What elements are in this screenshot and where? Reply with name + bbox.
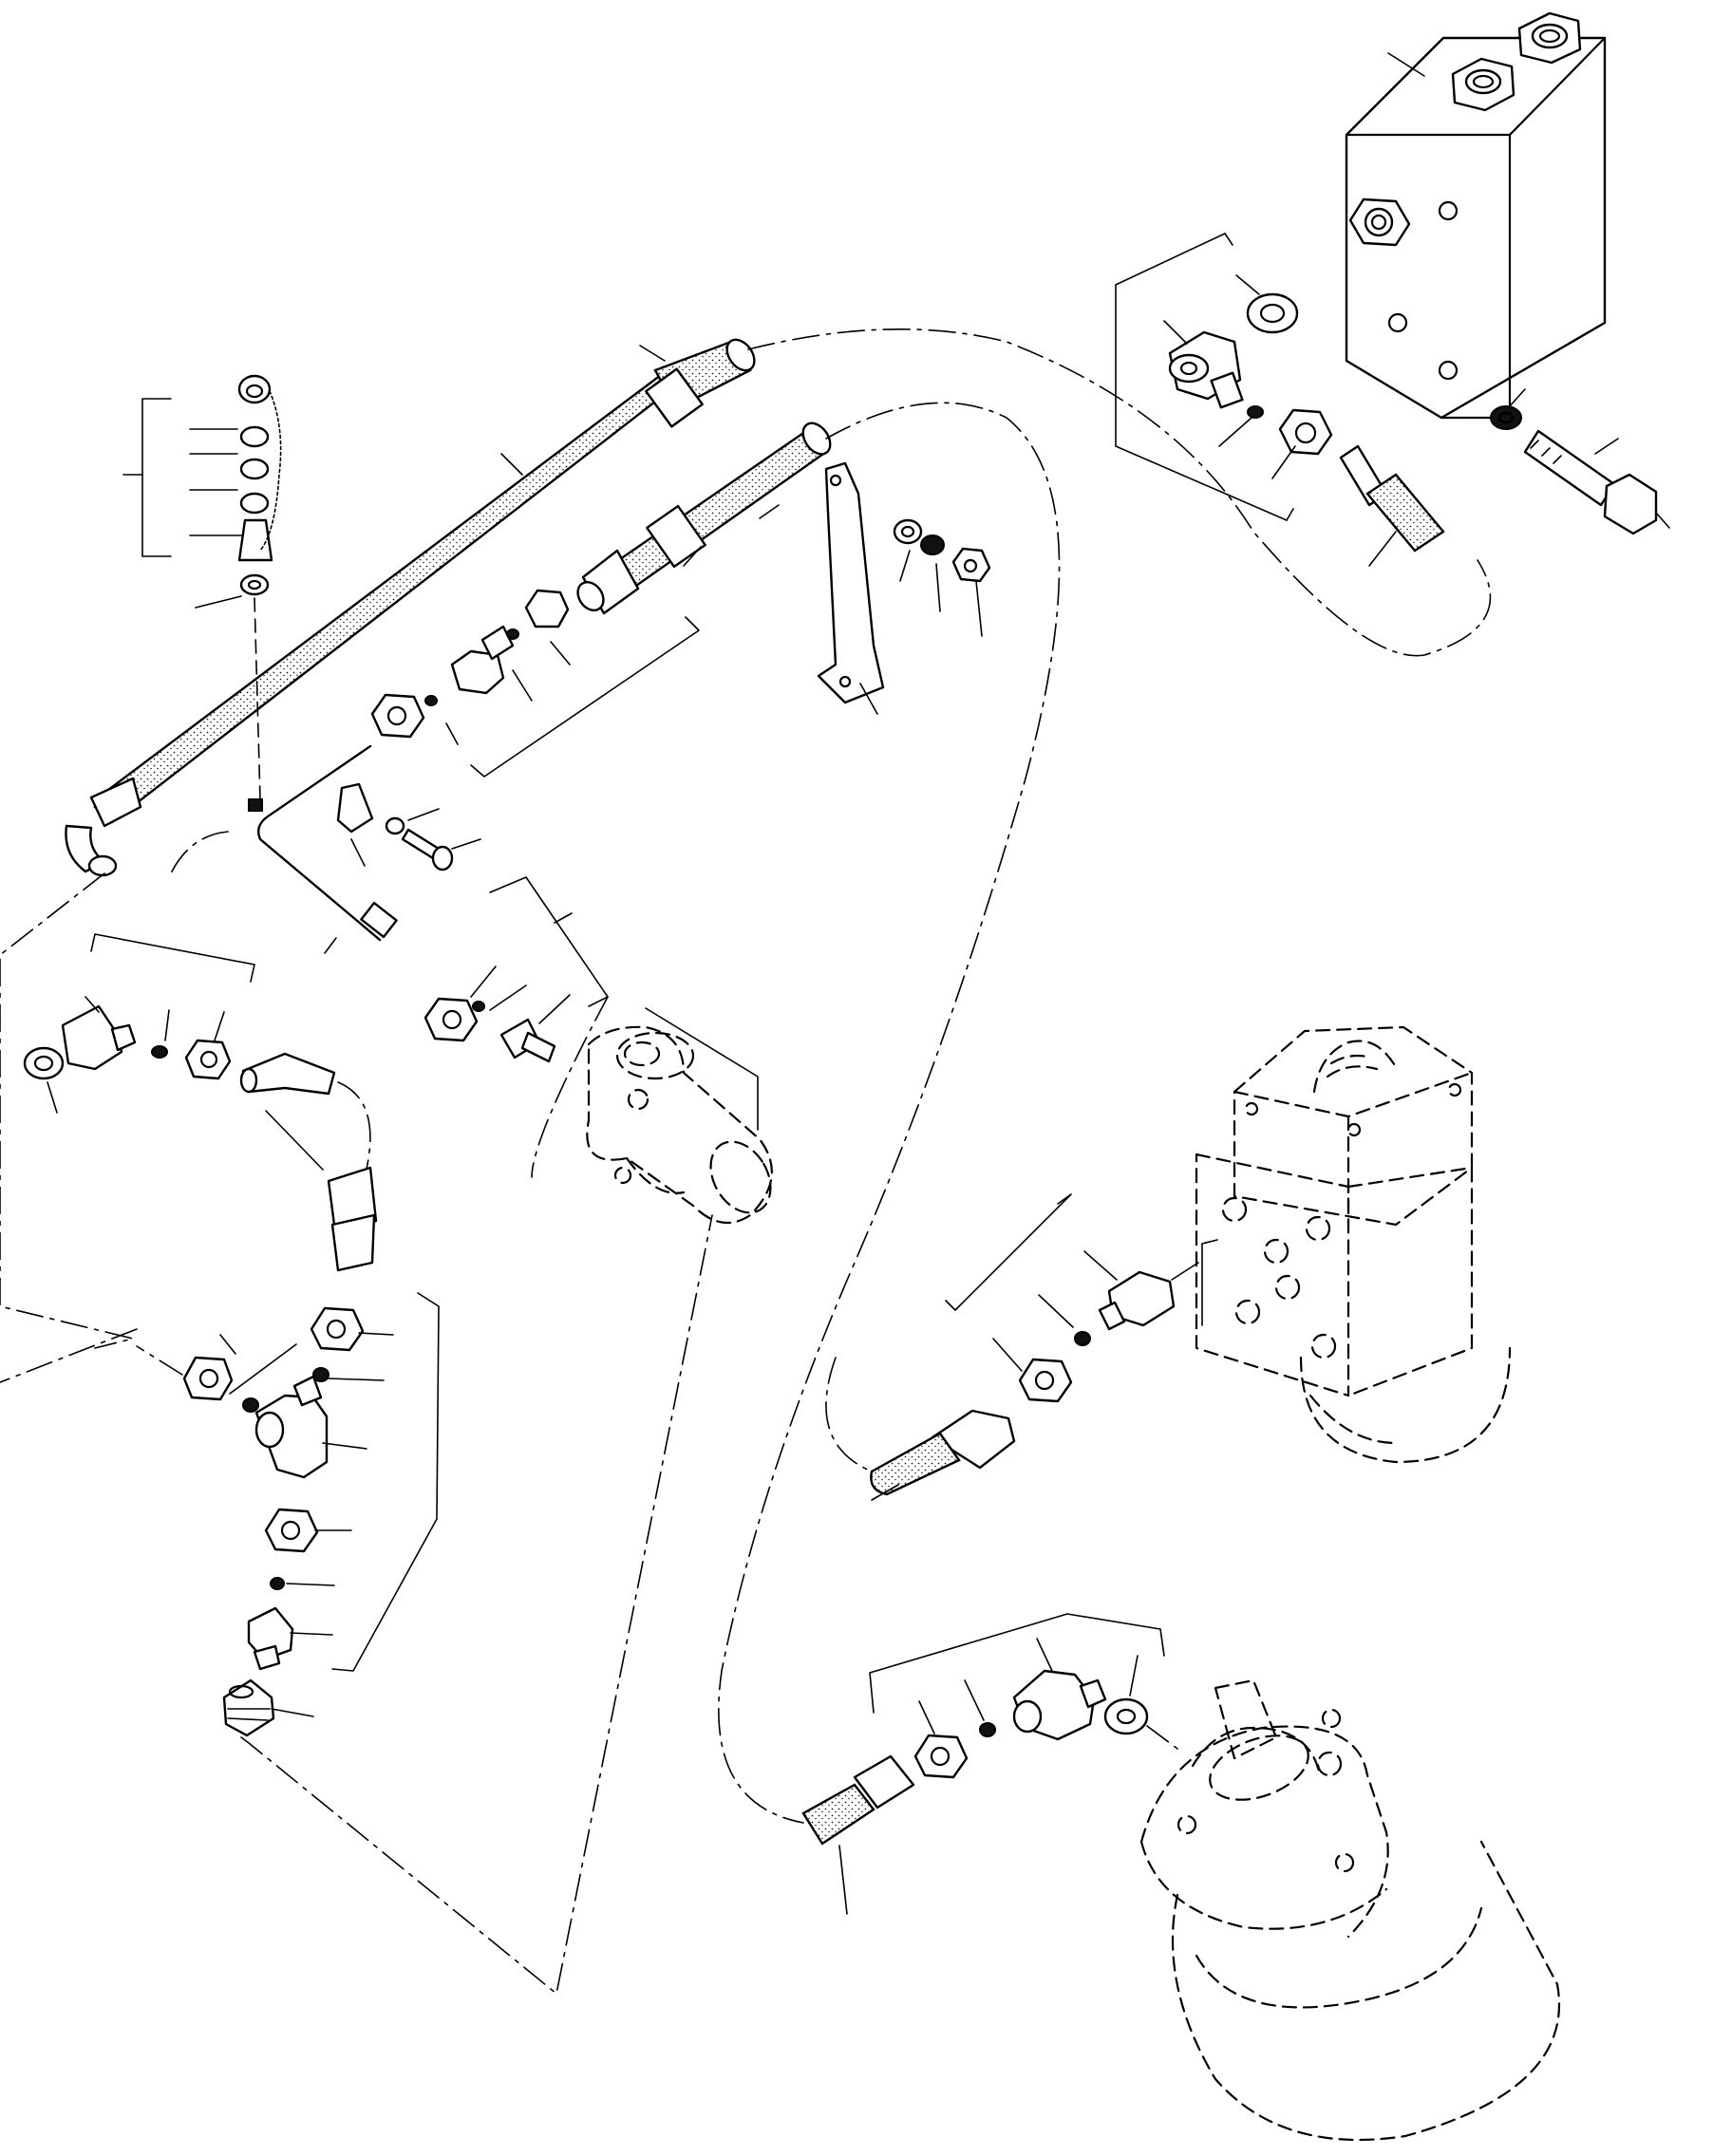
leader-lines-clamp (324, 808, 481, 954)
hex-nut-cylinder (424, 997, 479, 1042)
steel-tube (257, 744, 398, 942)
centerline-motor (1146, 1725, 1178, 1750)
hex-nut-tee-bottom (264, 1508, 319, 1553)
port-side (1348, 197, 1411, 247)
leader-lines-cylinder (470, 912, 573, 1024)
group-bracket-motor (869, 1613, 1165, 1714)
routing-line-left (0, 872, 134, 1349)
routing-line-center (531, 996, 609, 1178)
o-ring (1247, 405, 1264, 419)
group-bracket (1115, 233, 1288, 521)
elbow-fitting-left (61, 1004, 137, 1071)
hose-end-fitting (1339, 444, 1445, 553)
steering-cylinder (586, 1007, 773, 1225)
test-port-with-chain-cap (237, 374, 282, 812)
hose-continuation (265, 1110, 324, 1171)
elbow-fitting (1168, 330, 1244, 409)
centerline-testport (254, 597, 261, 800)
nut-bracket (951, 547, 991, 583)
leader-lines-testport (189, 428, 242, 609)
hydraulic-hose-upper (65, 338, 756, 877)
leader-lines-mid (445, 641, 571, 745)
leader-lines-steering (871, 1250, 1199, 1501)
threaded-adapter (222, 1678, 275, 1737)
port-nut-top-right (1517, 11, 1582, 65)
group-bracket-testport (141, 398, 172, 557)
steering-unit (1195, 1025, 1512, 1464)
hose-end-motor (801, 1754, 915, 1846)
port-nut-top-left (1451, 57, 1515, 112)
straight-adapter (450, 589, 570, 695)
leader-lines-motor (838, 1638, 1139, 1915)
control-valve-block (1345, 11, 1607, 420)
washer-bracket (893, 518, 923, 545)
straight-adapter-bottom (247, 1606, 294, 1671)
hex-nut-motor (913, 1734, 969, 1779)
group-bracket-left-top (90, 933, 255, 983)
mounting-bracket (817, 461, 885, 704)
straight-adapter-cylinder (499, 1018, 556, 1063)
hex-nut-left (184, 1039, 232, 1080)
hex-bolt (1523, 429, 1658, 535)
hydraulic-hose-lower (576, 422, 832, 615)
o-ring-mid (506, 628, 519, 640)
hex-nut-tee-top (310, 1306, 365, 1352)
washer-motor (1103, 1697, 1149, 1735)
sealing-washer (1246, 292, 1299, 334)
tee-fitting (254, 1375, 329, 1479)
lock-washer-bracket (920, 534, 945, 555)
hose-end-steering (870, 1409, 1016, 1496)
hex-nut (1278, 408, 1333, 456)
washer-left (23, 1046, 65, 1080)
hex-nut-mid (370, 693, 425, 739)
hydraulic-motor (1139, 1678, 1561, 2142)
leader-lines-bracket (500, 345, 983, 715)
leader-lines-valve (1163, 52, 1670, 567)
leader-lines-left-top (47, 996, 225, 1114)
group-bracket-cylinder (489, 876, 609, 1007)
group-bracket-mid (470, 616, 700, 778)
lock-washer (1490, 405, 1522, 430)
hose-end-left (239, 1052, 336, 1096)
elbow-fitting-motor (1012, 1669, 1107, 1741)
tube-clamp (336, 782, 454, 872)
routing-line-upper-hose (747, 328, 1492, 657)
routing-line-lower-hose (718, 402, 1061, 1824)
group-bracket-tee (331, 1292, 440, 1672)
adapter-steering (1098, 1270, 1176, 1331)
group-bracket-steering (945, 1193, 1072, 1311)
hex-nut-tee-left (182, 1356, 234, 1401)
leader-lines-tee (219, 1332, 394, 1717)
test-port-boss (248, 798, 263, 812)
routing-line-steering (825, 1357, 873, 1472)
hose-end-short (327, 1166, 378, 1272)
hex-nut-steering (1018, 1358, 1073, 1403)
